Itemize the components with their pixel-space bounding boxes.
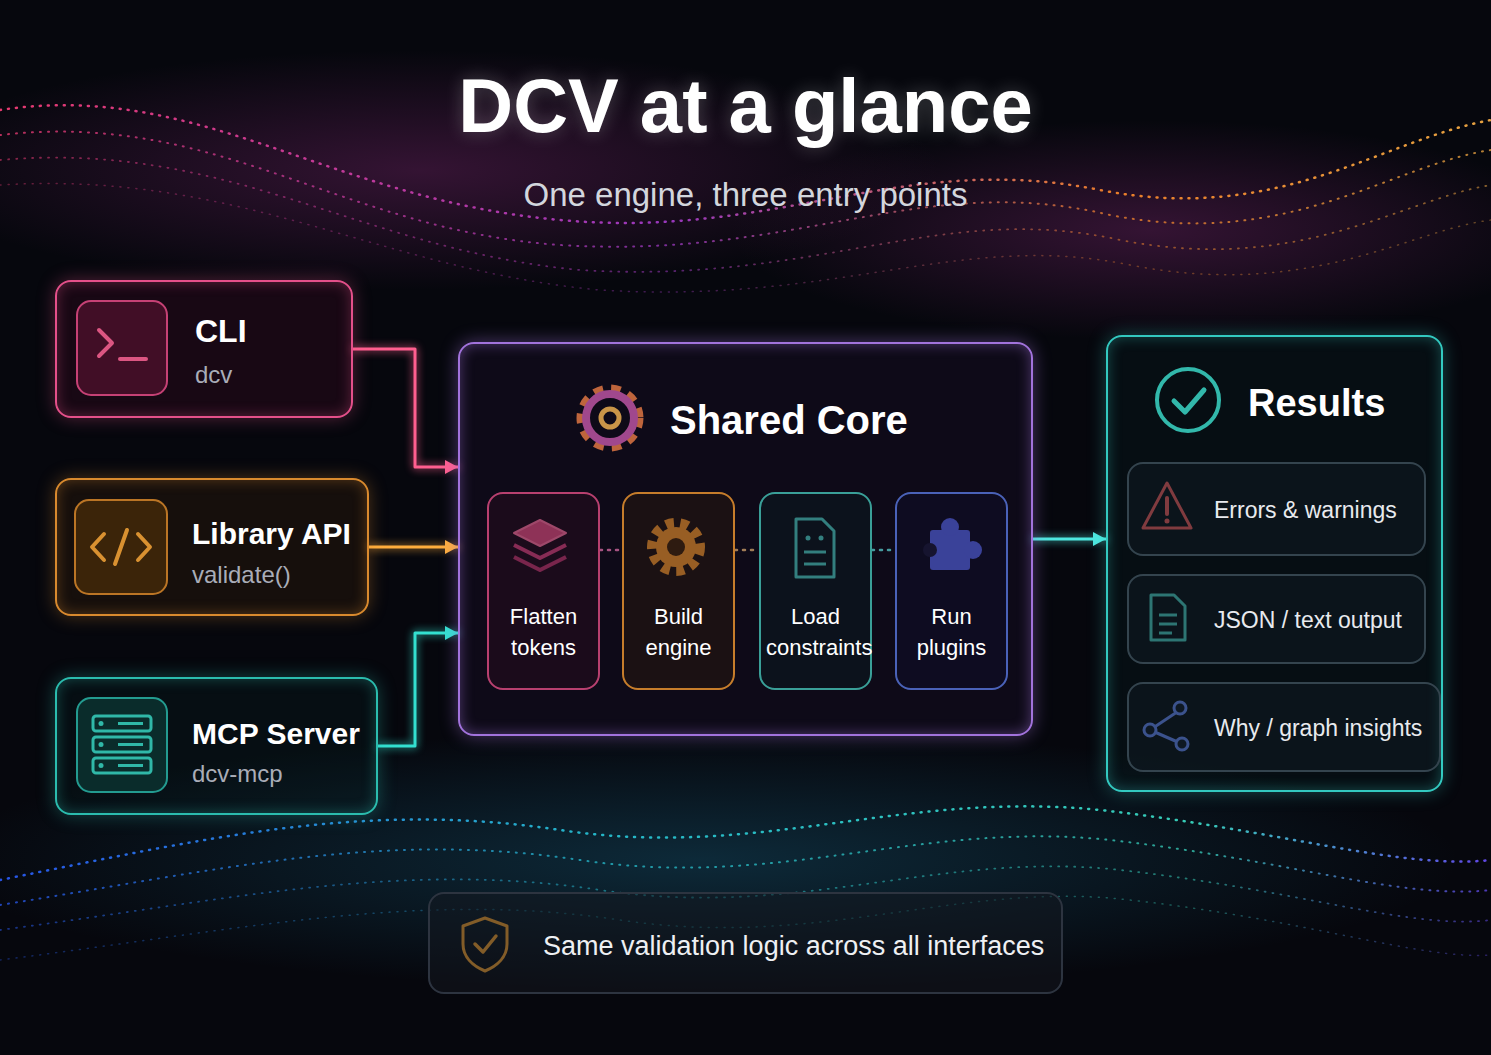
arrowhead	[1093, 532, 1106, 546]
entry-box: Library API validate()	[55, 478, 369, 616]
step-box: Load constraints	[759, 492, 872, 690]
arrowhead	[445, 626, 458, 640]
node-sublabel: dcv	[195, 361, 232, 390]
core-panel: Shared CoreFlatten tokens Build engine Loa…	[458, 342, 1033, 736]
step-box: Run plugins	[895, 492, 1008, 690]
result-item: Why / graph insights	[1127, 682, 1441, 772]
arrowhead	[445, 460, 458, 474]
glow	[730, 120, 1491, 340]
node-label: Why / graph insights	[1214, 715, 1422, 743]
node-label: Load constraints	[766, 602, 865, 664]
arrowhead	[445, 540, 458, 554]
node-label: JSON / text output	[1214, 607, 1402, 635]
step-box: Build engine	[622, 492, 735, 690]
node-sublabel: dcv-mcp	[192, 760, 283, 789]
result-item: Errors & warnings	[1127, 462, 1426, 556]
title: DCV at a glance	[0, 62, 1491, 149]
caption: One engine, three entry points	[0, 176, 1491, 214]
step-box: Flatten tokens	[487, 492, 600, 690]
entry-box: MCP Server dcv-mcp	[55, 677, 378, 815]
node-label: MCP Server	[192, 716, 360, 752]
node-label: Run plugins	[902, 602, 1001, 664]
node-sublabel: validate()	[192, 561, 291, 590]
results-panel: ResultsErrors & warningsJSON / text outp…	[1106, 335, 1443, 792]
node-label: Errors & warnings	[1214, 497, 1397, 525]
node-label: Flatten tokens	[494, 602, 593, 664]
node-label: CLI	[195, 312, 247, 350]
connector	[353, 349, 458, 467]
result-item: JSON / text output	[1127, 574, 1426, 664]
node-label: Results	[1248, 381, 1385, 427]
node-label: Build engine	[629, 602, 728, 664]
connector	[369, 546, 458, 549]
node-label: Same validation logic across all interfa…	[543, 930, 1044, 962]
node-label: Library API	[192, 516, 351, 552]
note-box: Same validation logic across all interfa…	[428, 892, 1063, 994]
connector	[378, 633, 458, 746]
node-label: Shared Core	[670, 396, 908, 444]
entry-box: CLI dcv	[55, 280, 353, 418]
